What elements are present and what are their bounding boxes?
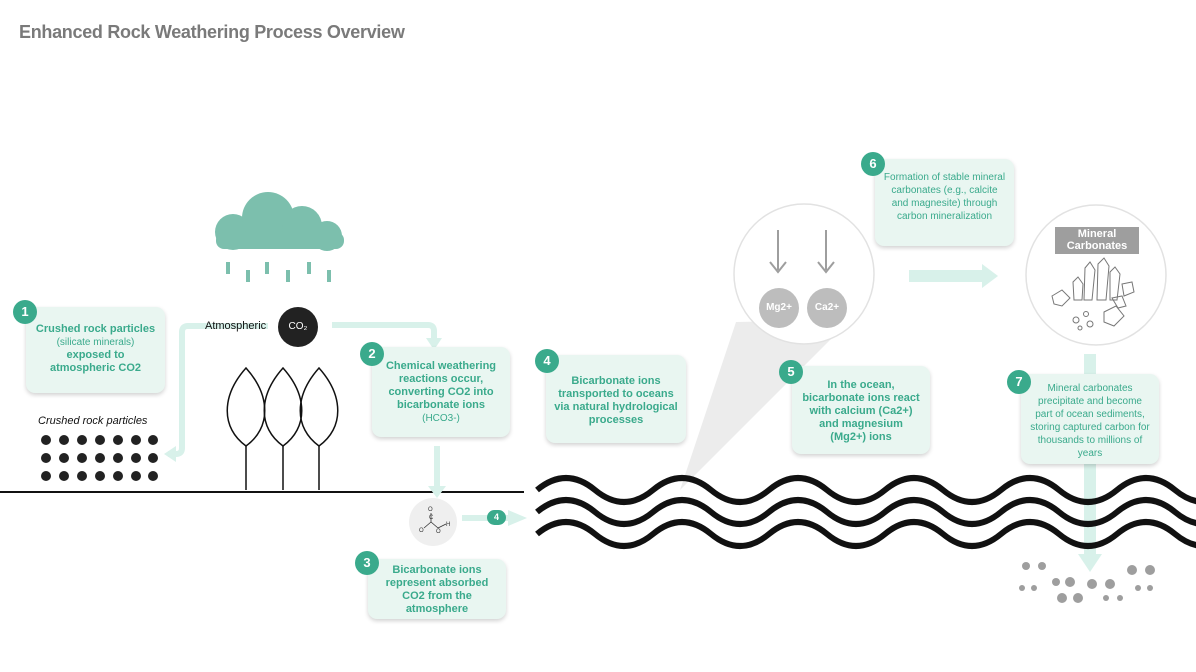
step-5-badge: 5 <box>779 360 803 384</box>
step-7-text: Mineral carbonates precipitate and becom… <box>1030 383 1150 459</box>
zoom-cone <box>680 320 850 490</box>
svg-text:H: H <box>446 522 450 528</box>
step-3-box: Bicarbonate ions represent absorbed CO2 … <box>368 559 506 619</box>
step-7-badge: 7 <box>1007 370 1031 394</box>
step-1-box: Crushed rock particles (silicate mineral… <box>26 307 165 393</box>
step-4-text: Bicarbonate ions transported to oceans v… <box>554 375 678 426</box>
crushed-rock-label: Crushed rock particles <box>38 415 148 427</box>
svg-text:O: O <box>428 507 433 513</box>
tree-icons <box>226 366 339 490</box>
magnesium-ion: Mg2+ <box>759 288 799 328</box>
step-1-text: Crushed rock particles <box>35 323 156 335</box>
step-4-badge: 4 <box>535 349 559 373</box>
co2-molecule: CO₂ <box>278 307 318 347</box>
step-7-box: Mineral carbonates precipitate and becom… <box>1021 374 1159 464</box>
step-1-text-2: exposed to atmospheric CO2 <box>49 349 142 374</box>
step-3-text: Bicarbonate ions represent absorbed CO2 … <box>385 564 489 615</box>
step-6-text: Formation of stable mineral carbonates (… <box>883 172 1006 222</box>
svg-text:O: O <box>436 529 441 535</box>
step-2-box: Chemical weathering reactions occur, con… <box>372 347 510 437</box>
crystals-icon <box>1051 257 1135 331</box>
mineral-carbonates-circle <box>1025 204 1167 346</box>
step-1-subtext: (silicate minerals) <box>56 337 135 348</box>
step-4-box: Bicarbonate ions transported to oceans v… <box>546 355 686 443</box>
step-2-badge: 2 <box>360 342 384 366</box>
calcium-ion: Ca2+ <box>807 288 847 328</box>
svg-text:O: O <box>419 528 424 534</box>
step-2-subtext: (HCO3-) <box>422 413 460 424</box>
rock-particles-icon <box>41 435 158 481</box>
sediment-dots-icon <box>1019 562 1155 603</box>
ocean-waves-icon <box>535 475 1196 549</box>
mineral-carbonates-label: Mineral Carbonates <box>1055 227 1139 254</box>
step-1-badge: 1 <box>13 300 37 324</box>
rain-drops-icon <box>226 262 331 282</box>
step-6-badge: 6 <box>861 152 885 176</box>
step-3-badge: 3 <box>355 551 379 575</box>
ion-zoom-circle <box>733 203 875 345</box>
step-4-arrow-badge: 4 <box>487 510 506 525</box>
svg-text:C: C <box>429 515 434 521</box>
bicarbonate-molecule-icon: O C O O H <box>409 498 457 546</box>
page-title: Enhanced Rock Weathering Process Overvie… <box>19 22 405 42</box>
step-5-text: In the ocean, bicarbonate ions react wit… <box>802 379 920 443</box>
step-5-box: In the ocean, bicarbonate ions react wit… <box>792 366 930 454</box>
rain-cloud-icon <box>215 192 344 251</box>
arrow-heads <box>164 264 1102 572</box>
step-6-box: Formation of stable mineral carbonates (… <box>875 159 1014 246</box>
down-arrow-icons <box>769 230 835 274</box>
atmospheric-label: Atmospheric <box>205 320 267 332</box>
step-2-text: Chemical weathering reactions occur, con… <box>385 360 497 411</box>
